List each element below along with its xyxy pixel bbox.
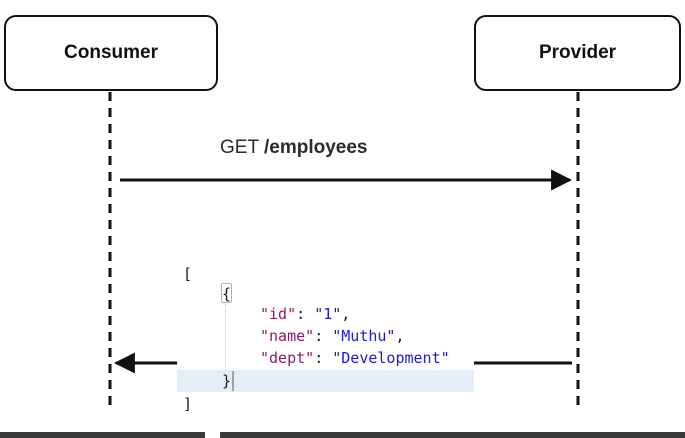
json-open-brace: { xyxy=(222,285,232,303)
provider-label: Provider xyxy=(538,42,617,63)
json-key: "id" xyxy=(260,305,297,323)
json-value: "1" xyxy=(314,305,342,323)
json-open-bracket: [ xyxy=(183,265,193,283)
indent-guide xyxy=(225,304,226,370)
json-comma: , xyxy=(341,305,351,323)
consumer-box: Consumer xyxy=(4,15,218,91)
json-close-brace: } xyxy=(222,372,232,390)
json-field-row: "name": "Muthu", xyxy=(260,327,405,345)
json-comma: , xyxy=(395,327,405,345)
json-value: "Development" xyxy=(332,349,450,367)
request-method: GET xyxy=(220,137,259,158)
provider-box: Provider xyxy=(474,15,681,91)
json-key: "dept" xyxy=(260,349,315,367)
consumer-label: Consumer xyxy=(64,42,158,63)
json-value: "Muthu" xyxy=(332,327,396,345)
json-close-bracket: ] xyxy=(183,395,193,413)
window-bottom-edge-left xyxy=(0,432,205,438)
request-label: GET /employees xyxy=(220,137,368,159)
current-line-highlight xyxy=(177,370,474,392)
json-field-row: "dept": "Development" xyxy=(260,349,450,367)
json-key: "name" xyxy=(260,327,315,345)
text-cursor xyxy=(232,371,234,391)
brace-match-open xyxy=(221,283,232,303)
request-path: /employees xyxy=(264,137,368,158)
json-field-row: "id": "1", xyxy=(260,305,351,323)
window-bottom-edge-right xyxy=(220,432,685,438)
